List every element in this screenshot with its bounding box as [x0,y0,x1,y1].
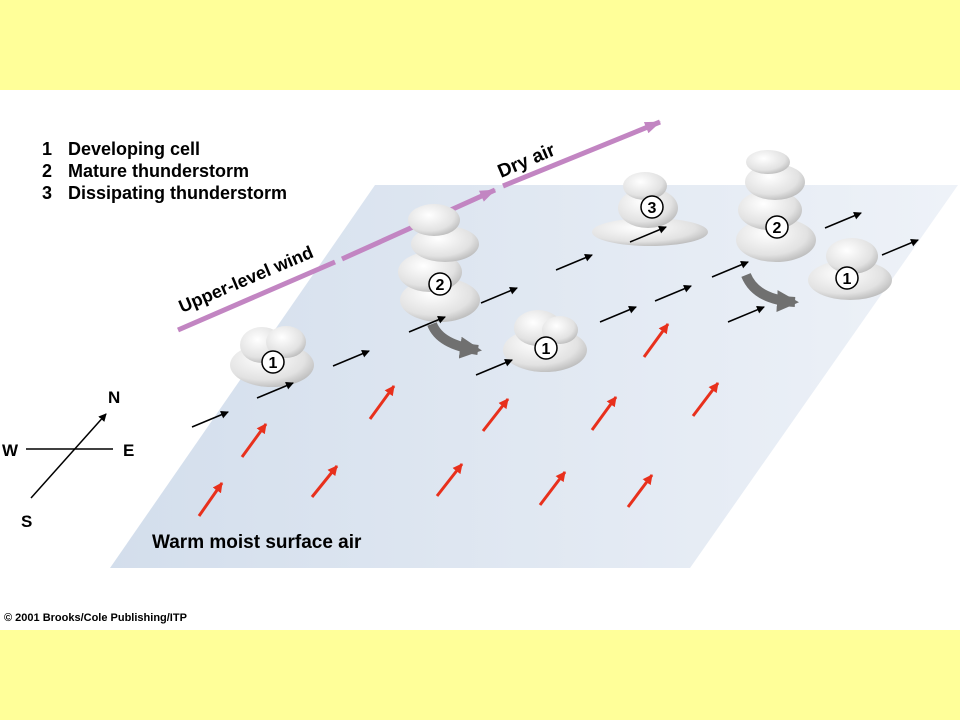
cell-number: 2 [773,220,782,237]
compass-east: E [123,441,134,460]
surface-air-label: Warm moist surface air [152,532,362,553]
wind-arrow [475,359,513,376]
bottom-band [0,630,960,720]
legend-number: 1 [42,139,53,159]
cell-number-badge: 1 [261,350,285,374]
surface-arrow [642,323,670,358]
cell-number-badge: 2 [428,272,452,296]
upper-wind-arrow [502,119,661,189]
upper-wind-arrow [177,259,336,333]
legend-label: Dissipating thunderstorm [68,183,288,203]
storm-motion-arrow [427,321,482,359]
legend-number: 3 [42,183,53,203]
surface-air-arrows [197,323,720,517]
wind-arrow [332,350,370,367]
cell-number: 1 [843,271,852,288]
wind-arrow [408,316,446,333]
copyright-notice: © 2001 Brooks/Cole Publishing/ITP [4,612,187,624]
cell-number-badge: 3 [640,195,664,219]
wind-arrows [191,212,919,428]
cell-number: 1 [269,355,278,372]
compass-north: N [108,388,120,407]
top-band [0,0,960,90]
compass-south: S [21,512,32,531]
wind-arrow [711,261,749,278]
wind-arrow [881,239,919,256]
wind-arrow [191,411,229,428]
compass-sn-line [30,413,107,499]
wind-arrow [555,254,593,271]
legend-label: Developing cell [68,139,201,159]
legend-item: 3 Dissipating thunderstorm [42,182,287,204]
storm-cell-developing [503,310,587,372]
wind-arrow [654,285,692,302]
wind-arrow [824,212,862,229]
cell-number-badge: 1 [835,266,859,290]
surface-arrow [368,385,396,420]
storm-motion-arrow [741,272,799,313]
wind-arrow [599,306,637,323]
legend-label: Mature thunderstorm [68,161,250,181]
cell-number: 1 [542,341,551,358]
wind-arrow [629,226,667,243]
cell-number-badge: 1 [534,336,558,360]
surface-arrow [538,471,567,506]
legend-number: 2 [42,161,53,181]
surface-arrow [481,398,510,432]
cell-number: 3 [648,200,657,217]
compass-west: W [2,441,19,460]
surface-arrow [240,423,268,458]
surface-arrow [435,463,464,497]
surface-arrow [626,474,654,508]
cell-number-badge: 2 [765,215,789,239]
surface-arrow [197,482,224,517]
surface-arrow [691,382,720,417]
compass [26,413,113,499]
wind-arrow [727,306,765,323]
legend-item: 2 Mature thunderstorm [42,160,287,182]
surface-arrow [590,396,618,431]
legend-item: 1 Developing cell [42,138,287,160]
cell-number: 2 [436,277,445,294]
wind-arrow [256,382,294,399]
wind-arrow [480,287,518,304]
surface-arrow [310,465,339,498]
